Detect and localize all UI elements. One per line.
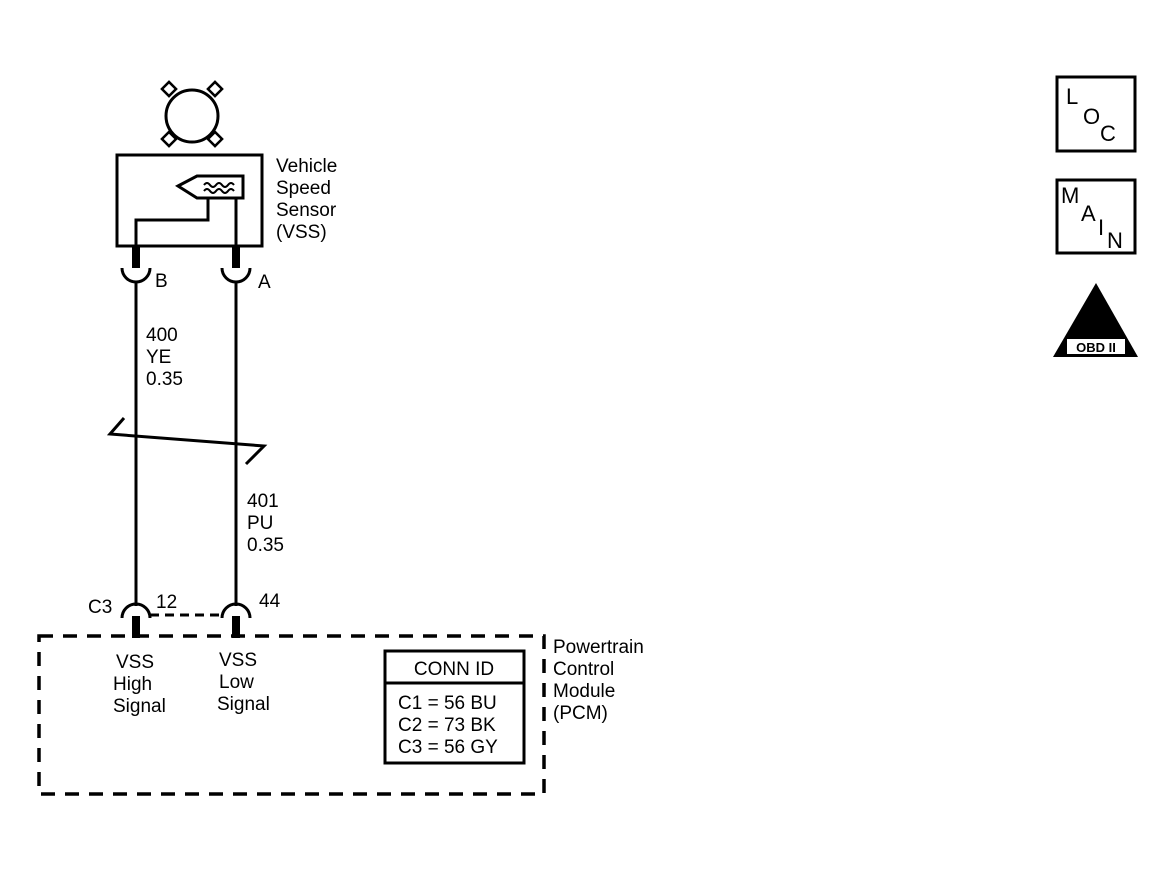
svg-text:II: II: [1089, 305, 1103, 335]
pcm-module-box: [37, 634, 546, 796]
svg-text:Speed: Speed: [276, 178, 331, 199]
conn-id-table: CONN ID C1 = 56 BU C2 = 73 BK C3 = 56 GY: [383, 649, 526, 765]
svg-text:0.35: 0.35: [146, 369, 183, 390]
svg-text:(VSS): (VSS): [276, 222, 327, 243]
svg-text:Vehicle: Vehicle: [276, 156, 337, 177]
vss-high-signal-label: VSS High Signal: [113, 652, 166, 717]
vss-component-box: [115, 153, 264, 248]
svg-text:YE: YE: [146, 347, 171, 368]
svg-text:High: High: [113, 674, 152, 695]
conn-id-title: CONN ID: [414, 659, 494, 680]
pin-label-b: B: [155, 271, 168, 292]
svg-text:Low: Low: [219, 672, 254, 693]
obd-ii-icon[interactable]: II OBD II: [1053, 283, 1138, 357]
wire-401-label: 401 PU 0.35: [247, 491, 284, 556]
pin-label-44: 44: [259, 591, 281, 612]
svg-text:N: N: [1107, 228, 1123, 253]
svg-text:O: O: [1083, 104, 1100, 129]
svg-text:Powertrain: Powertrain: [553, 637, 644, 658]
svg-text:C: C: [1100, 121, 1116, 146]
pin-label-a: A: [258, 272, 271, 293]
pcm-terminal-12: [120, 602, 152, 638]
svg-text:(PCM): (PCM): [553, 703, 608, 724]
loc-icon[interactable]: L O C: [1055, 75, 1137, 153]
svg-text:VSS: VSS: [219, 650, 257, 671]
main-icon[interactable]: M A I N: [1055, 178, 1137, 255]
svg-text:A: A: [1081, 201, 1096, 226]
connector-terminal-b: [120, 246, 152, 284]
svg-text:Control: Control: [553, 659, 614, 680]
svg-text:Signal: Signal: [113, 696, 166, 717]
pickup-coil-icon: [134, 174, 245, 246]
connector-label-c3: C3: [88, 597, 112, 618]
connector-terminal-a: [220, 246, 252, 284]
svg-text:PU: PU: [247, 513, 273, 534]
svg-text:I: I: [1098, 215, 1104, 240]
twisted-pair-symbol: [106, 417, 268, 466]
vss-low-signal-label: VSS Low Signal: [217, 650, 270, 715]
conn-id-row: C1 = 56 BU: [398, 693, 497, 714]
pcm-terminal-44: [220, 602, 252, 638]
svg-text:VSS: VSS: [116, 652, 154, 673]
conn-id-row: C2 = 73 BK: [398, 715, 496, 736]
svg-text:Module: Module: [553, 681, 615, 702]
pin-label-12: 12: [156, 592, 177, 613]
svg-text:OBD II: OBD II: [1076, 340, 1116, 355]
svg-text:401: 401: [247, 491, 279, 512]
svg-text:Signal: Signal: [217, 694, 270, 715]
gear-icon: [160, 80, 224, 148]
vss-label: Vehicle Speed Sensor (VSS): [276, 156, 337, 243]
pcm-label: Powertrain Control Module (PCM): [553, 637, 644, 724]
wire-400-label: 400 YE 0.35: [146, 325, 183, 390]
svg-text:M: M: [1061, 183, 1079, 208]
svg-text:400: 400: [146, 325, 178, 346]
svg-text:0.35: 0.35: [247, 535, 284, 556]
svg-text:L: L: [1066, 84, 1078, 109]
conn-id-row: C3 = 56 GY: [398, 737, 498, 758]
svg-text:Sensor: Sensor: [276, 200, 337, 221]
